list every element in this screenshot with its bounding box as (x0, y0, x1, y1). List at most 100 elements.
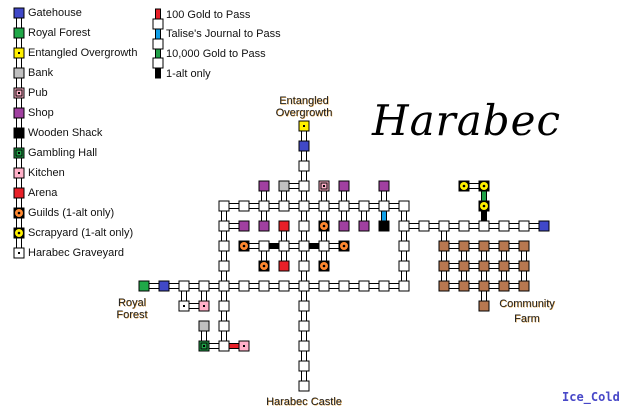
room-room[interactable] (358, 200, 370, 212)
room-farm[interactable] (518, 240, 530, 252)
room-farm[interactable] (438, 240, 450, 252)
room-kitchen[interactable] (198, 300, 210, 312)
room-room[interactable] (218, 240, 230, 252)
room-room[interactable] (398, 200, 410, 212)
room-room[interactable] (498, 220, 510, 232)
room-room[interactable] (278, 200, 290, 212)
room-pub[interactable] (318, 180, 330, 192)
room-room[interactable] (238, 200, 250, 212)
room-graveyard[interactable] (178, 300, 190, 312)
room-farm[interactable] (518, 280, 530, 292)
room-shop[interactable] (338, 180, 350, 192)
room-entangled[interactable] (298, 120, 310, 132)
room-kitchen[interactable] (238, 340, 250, 352)
room-arena[interactable] (278, 260, 290, 272)
room-farm[interactable] (478, 300, 490, 312)
room-entangled[interactable] (13, 47, 25, 59)
room-room[interactable] (298, 320, 310, 332)
room-farm[interactable] (458, 260, 470, 272)
room-room[interactable] (258, 240, 270, 252)
room-scrap[interactable] (13, 227, 25, 239)
room-room[interactable] (298, 280, 310, 292)
room-room[interactable] (378, 280, 390, 292)
room-room[interactable] (298, 220, 310, 232)
room-guild[interactable] (338, 240, 350, 252)
room-scrap[interactable] (478, 200, 490, 212)
room-graveyard[interactable] (13, 247, 25, 259)
room-arena[interactable] (278, 220, 290, 232)
room-room[interactable] (298, 200, 310, 212)
room-shop[interactable] (258, 220, 270, 232)
room-shop[interactable] (378, 180, 390, 192)
room-farm[interactable] (478, 240, 490, 252)
room-guild[interactable] (258, 260, 270, 272)
room-gatehouse[interactable] (298, 140, 310, 152)
room-room[interactable] (338, 280, 350, 292)
room-room[interactable] (378, 200, 390, 212)
room-scrap[interactable] (458, 180, 470, 192)
room-room[interactable] (178, 280, 190, 292)
room-shop[interactable] (238, 220, 250, 232)
room-arena[interactable] (13, 187, 25, 199)
room-farm[interactable] (498, 280, 510, 292)
room-gatehouse[interactable] (13, 7, 25, 19)
room-guild[interactable] (318, 220, 330, 232)
room-room[interactable] (478, 220, 490, 232)
room-shack[interactable] (13, 127, 25, 139)
room-room[interactable] (418, 220, 430, 232)
room-room[interactable] (458, 220, 470, 232)
room-room[interactable] (218, 220, 230, 232)
room-bank[interactable] (278, 180, 290, 192)
room-room[interactable] (298, 380, 310, 392)
room-room[interactable] (358, 280, 370, 292)
room-farm[interactable] (458, 280, 470, 292)
room-room[interactable] (338, 200, 350, 212)
room-gambling[interactable] (198, 340, 210, 352)
room-room[interactable] (258, 200, 270, 212)
room-room[interactable] (318, 200, 330, 212)
room-room[interactable] (218, 260, 230, 272)
room-room[interactable] (398, 220, 410, 232)
room-room[interactable] (218, 340, 230, 352)
room-room[interactable] (218, 280, 230, 292)
room-room[interactable] (218, 200, 230, 212)
room-farm[interactable] (498, 240, 510, 252)
room-room[interactable] (238, 280, 250, 292)
room-room[interactable] (278, 240, 290, 252)
room-farm[interactable] (498, 260, 510, 272)
room-bank[interactable] (198, 320, 210, 332)
room-room[interactable] (298, 300, 310, 312)
room-room[interactable] (398, 260, 410, 272)
room-room[interactable] (318, 240, 330, 252)
room-shop[interactable] (358, 220, 370, 232)
room-farm[interactable] (438, 280, 450, 292)
room-forest[interactable] (138, 280, 150, 292)
room-gatehouse[interactable] (158, 280, 170, 292)
room-room[interactable] (298, 180, 310, 192)
room-guild[interactable] (238, 240, 250, 252)
room-room[interactable] (318, 280, 330, 292)
room-room[interactable] (398, 240, 410, 252)
room-shop[interactable] (258, 180, 270, 192)
room-farm[interactable] (518, 260, 530, 272)
room-room[interactable] (152, 18, 164, 30)
room-room[interactable] (298, 360, 310, 372)
room-room[interactable] (438, 220, 450, 232)
room-farm[interactable] (478, 260, 490, 272)
room-room[interactable] (258, 280, 270, 292)
room-farm[interactable] (438, 260, 450, 272)
room-gatehouse[interactable] (538, 220, 550, 232)
room-shop[interactable] (13, 107, 25, 119)
room-room[interactable] (298, 240, 310, 252)
room-farm[interactable] (458, 240, 470, 252)
room-room[interactable] (218, 320, 230, 332)
room-room[interactable] (298, 260, 310, 272)
room-room[interactable] (218, 300, 230, 312)
room-room[interactable] (298, 340, 310, 352)
room-pub[interactable] (13, 87, 25, 99)
room-guild[interactable] (318, 260, 330, 272)
room-room[interactable] (152, 38, 164, 50)
room-room[interactable] (298, 160, 310, 172)
room-bank[interactable] (13, 67, 25, 79)
room-scrap[interactable] (478, 180, 490, 192)
